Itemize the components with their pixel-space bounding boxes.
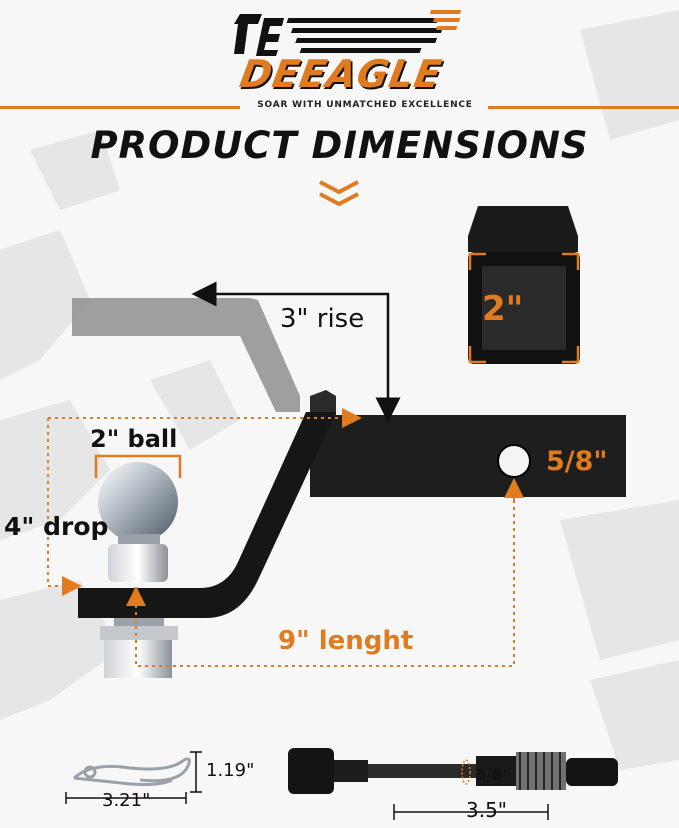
- hitch-clip: [73, 757, 191, 786]
- drop-arm: [78, 412, 336, 618]
- hitch-ball: [98, 462, 178, 542]
- clip-height-label: 1.19": [206, 760, 255, 781]
- brand-tagline: SOAR WITH UNMATCHED EXCELLENCE: [257, 100, 473, 110]
- clip-width-label: 3.21": [102, 790, 151, 811]
- rise-dim-line: [204, 292, 401, 423]
- hitch-pin: [288, 748, 618, 794]
- rise-label: 3" rise: [280, 304, 365, 334]
- page-title: PRODUCT DIMENSIONS: [90, 124, 589, 167]
- length-label: 9" lenght: [278, 626, 414, 656]
- chevron-down-icon: [319, 180, 359, 207]
- header-divider-right: [488, 106, 679, 109]
- ball-dim-bracket: [94, 454, 182, 478]
- hole-size-label: 5/8": [546, 446, 608, 477]
- header-divider-left: [0, 106, 240, 109]
- ghost-rise-position: [72, 298, 300, 412]
- pin-hole: [497, 444, 531, 478]
- shank-bar: [310, 415, 626, 497]
- eagle-wing-logo: [234, 10, 462, 56]
- drop-label: 4" drop: [4, 512, 109, 541]
- receiver-size-label: 2": [482, 289, 524, 329]
- receiver-tube: [468, 206, 580, 364]
- pin-length-label: 3.5": [466, 798, 508, 822]
- ball-size-label: 2" ball: [90, 425, 178, 453]
- pin-diameter-label: 5/8": [476, 766, 511, 784]
